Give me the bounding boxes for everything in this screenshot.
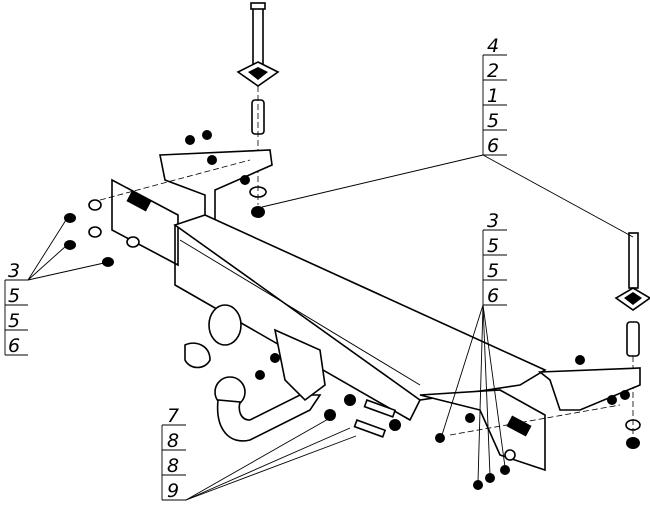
tow-ball-assembly — [184, 304, 326, 442]
callout-label: 6 — [8, 335, 20, 357]
callout-label: 5 — [487, 110, 499, 132]
callout-label: 5 — [487, 235, 499, 257]
callout-label: 4 — [487, 35, 499, 57]
callout-label: 8 — [167, 430, 179, 452]
fasteners — [64, 130, 630, 490]
callout-label: 5 — [487, 260, 499, 282]
callout-label: 6 — [487, 135, 499, 157]
vertical-bolt-left — [236, 2, 280, 218]
callout-label: 3 — [8, 260, 20, 282]
callout-top-right: 4 2 1 5 6 — [261, 35, 634, 238]
callout-label: 5 — [8, 285, 20, 307]
callout-left: 3 5 5 6 — [4, 219, 105, 357]
callout-label: 5 — [8, 310, 20, 332]
callout-bottom: 7 8 8 9 — [161, 405, 357, 502]
callout-label: 1 — [487, 85, 499, 107]
callout-middle-right: 3 5 5 6 — [441, 210, 507, 483]
callout-label: 7 — [167, 405, 179, 427]
callout-label: 8 — [167, 455, 179, 477]
callout-label: 9 — [167, 480, 179, 502]
callout-label: 2 — [487, 60, 499, 82]
right-bracket — [419, 367, 641, 472]
callout-label: 3 — [487, 210, 499, 232]
vertical-bolt-right — [614, 232, 650, 449]
callout-label: 6 — [487, 285, 499, 307]
